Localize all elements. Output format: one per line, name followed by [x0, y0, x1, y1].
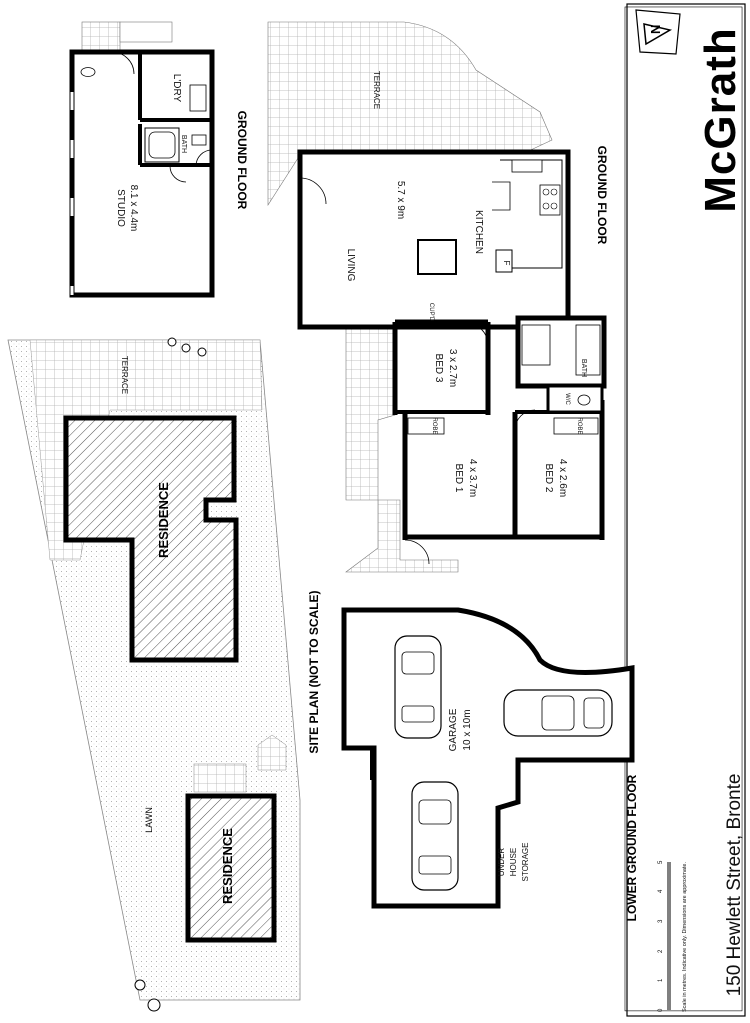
car-1-icon — [394, 635, 442, 739]
studio-label: STUDIO — [115, 189, 126, 227]
living-label: LIVING — [345, 249, 356, 282]
garage-label: GARAGE — [448, 708, 459, 751]
main-ground-floor-heading: GROUND FLOOR — [595, 146, 609, 245]
kitchen-label: KITCHEN — [473, 210, 484, 254]
storage-label-1: UNDER — [497, 848, 506, 877]
scale-tick-2: 2 — [658, 949, 664, 953]
garage-size: 10 x 10m — [462, 709, 473, 750]
property-address: 150 Hewlett Street, Bronte — [724, 774, 745, 997]
brand-logo: McGrath — [696, 27, 745, 212]
robe1-label: ROBE — [431, 417, 437, 434]
laundry-label: L'DRY — [171, 74, 182, 103]
lower-ground-floor-plan: GARAGE 10 x 10m UNDER HOUSE STORAGE LOWE… — [341, 607, 639, 921]
wc-label: W/C — [564, 393, 570, 405]
cupboard-label: CUP'D — [428, 303, 434, 322]
car-2-icon — [503, 689, 613, 737]
scale-tick-0: 0 — [658, 1008, 664, 1012]
compass-icon: N — [635, 9, 681, 55]
studio-size: 8.1 x 4.4m — [128, 185, 139, 232]
site-plan-heading: SITE PLAN (NOT TO SCALE) — [307, 590, 321, 753]
site-residence-rear-label: RESIDENCE — [220, 828, 235, 904]
main-ground-floor-plan: TERRACE 5.7 x 9m LIVING KITCHEN F CUP'D … — [267, 21, 609, 573]
studio-bath-label: BATH — [180, 135, 187, 153]
lower-ground-floor-heading: LOWER GROUND FLOOR — [625, 774, 639, 921]
studio-plan: STUDIO 8.1 x 4.4m L'DRY BATH GROUND FLOO… — [69, 21, 249, 298]
site-plan: TERRACE RESIDENCE RESIDENCE LAWN SITE PL… — [7, 337, 321, 1012]
brand-panel: N McGrath 150 Hewlett Street, Bronte 0 1… — [624, 3, 746, 1017]
scale-tick-3: 3 — [658, 919, 664, 923]
living-size-label: 5.7 x 9m — [395, 181, 406, 219]
bed2-label: BED 2 — [543, 464, 554, 493]
bed3-label: BED 3 — [433, 354, 444, 383]
main-bath-label: BATH — [580, 359, 587, 377]
bed1-size: 4 x 3.7m — [467, 459, 478, 497]
bed2-size: 4 x 2.6m — [557, 459, 568, 497]
storage-label-2: HOUSE — [509, 848, 518, 876]
storage-label-3: STORAGE — [521, 843, 530, 882]
scale-tick-5: 5 — [658, 860, 664, 864]
svg-text:N: N — [648, 25, 663, 34]
site-residence-main-label: RESIDENCE — [156, 482, 171, 558]
studio-ground-floor-heading: GROUND FLOOR — [235, 111, 249, 210]
scale-tick-4: 4 — [658, 889, 664, 893]
car-3-icon — [411, 781, 459, 891]
bed3-size: 3 x 2.7m — [447, 349, 458, 387]
disclaimer: Scale in metres. Indicative only. Dimens… — [682, 862, 688, 1012]
site-terrace-label: TERRACE — [120, 356, 129, 394]
scale-bar: 0 1 2 3 4 5 — [658, 860, 671, 1012]
site-lawn-label: LAWN — [144, 807, 154, 833]
scale-tick-1: 1 — [658, 978, 664, 982]
terrace-main-label: TERRACE — [372, 71, 381, 109]
bed1-label: BED 1 — [453, 464, 464, 493]
fridge-label: F — [502, 261, 511, 266]
robe2-label: ROBE — [576, 417, 582, 434]
